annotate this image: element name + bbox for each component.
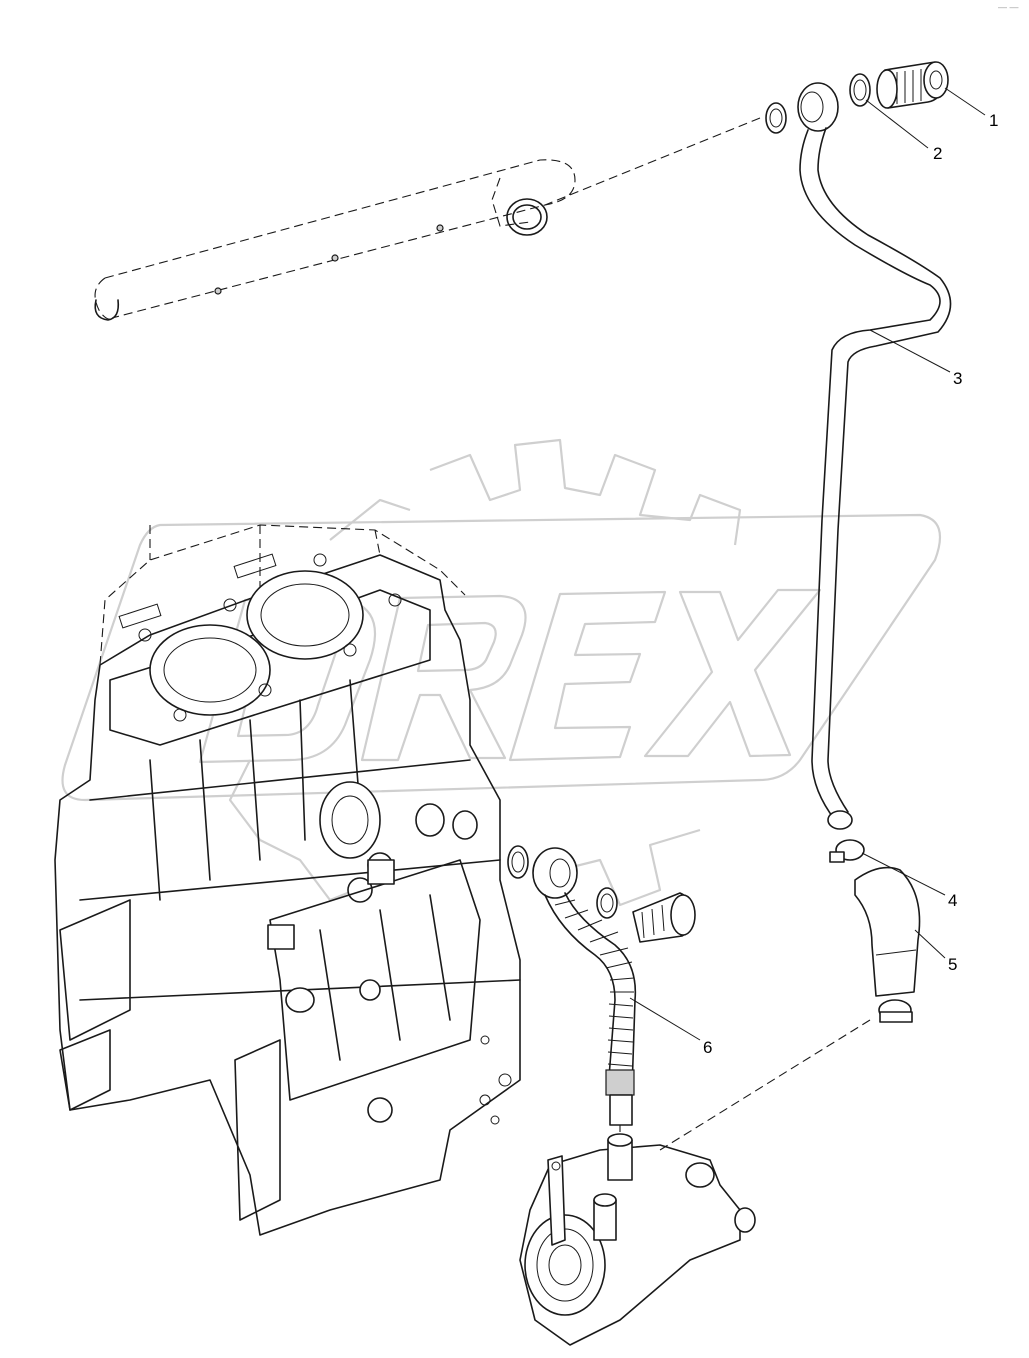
assembly-lines — [544, 117, 871, 1151]
corner-mark: — — — [998, 2, 1019, 12]
watermark-gear — [228, 438, 742, 907]
oil-pipe — [797, 82, 952, 830]
callout-4: 4 — [948, 891, 957, 910]
watermark-oval — [61, 513, 942, 802]
callout-labels: 1 2 3 4 5 6 — [703, 111, 998, 1057]
watermark-letter-x — [643, 588, 822, 758]
callout-leaders — [629, 87, 986, 1041]
callout-6: 6 — [703, 1038, 712, 1057]
watermark-letter-e — [508, 590, 667, 762]
callout-3: 3 — [953, 369, 962, 388]
hose-clamp-lower — [878, 999, 913, 1023]
oil-rail-phantom — [94, 159, 576, 321]
watermark-letter-r — [360, 594, 527, 762]
oil-filter-housing — [519, 1133, 756, 1346]
watermark-logo — [61, 438, 942, 907]
hose-clamp-upper — [829, 839, 865, 863]
banjo-bolt-top — [876, 61, 949, 109]
callout-2: 2 — [933, 144, 942, 163]
corrugated-oil-hose — [507, 845, 696, 1126]
rubber-hose — [854, 866, 921, 997]
callout-5: 5 — [948, 955, 957, 974]
sealing-washers-top — [765, 73, 871, 134]
callout-1: 1 — [989, 111, 998, 130]
engine-block — [54, 524, 521, 1236]
